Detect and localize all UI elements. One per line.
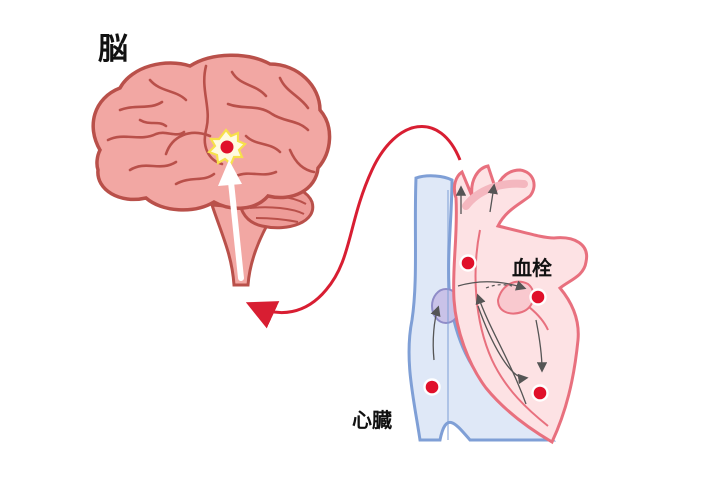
brain-illustration	[91, 53, 332, 287]
clot-dot-1	[459, 254, 477, 272]
brain-label: 脳	[98, 32, 128, 67]
heart-clot-dots	[423, 254, 549, 402]
brain-stem-arrow	[218, 160, 244, 281]
embolus-path	[245, 124, 462, 329]
brain-folds	[106, 64, 316, 186]
cerebrum	[91, 53, 332, 212]
brain-clot-dot	[220, 140, 234, 154]
clot-dot-4	[423, 378, 441, 396]
clot-dot-3	[531, 384, 549, 402]
blood-flow-arrows	[430, 183, 548, 405]
heart-label: 心臓	[352, 408, 392, 432]
clot-label: 血栓	[512, 256, 552, 280]
heart-illustration	[407, 164, 589, 445]
dashed-flow	[485, 284, 513, 289]
clot-dot-2	[529, 288, 547, 306]
